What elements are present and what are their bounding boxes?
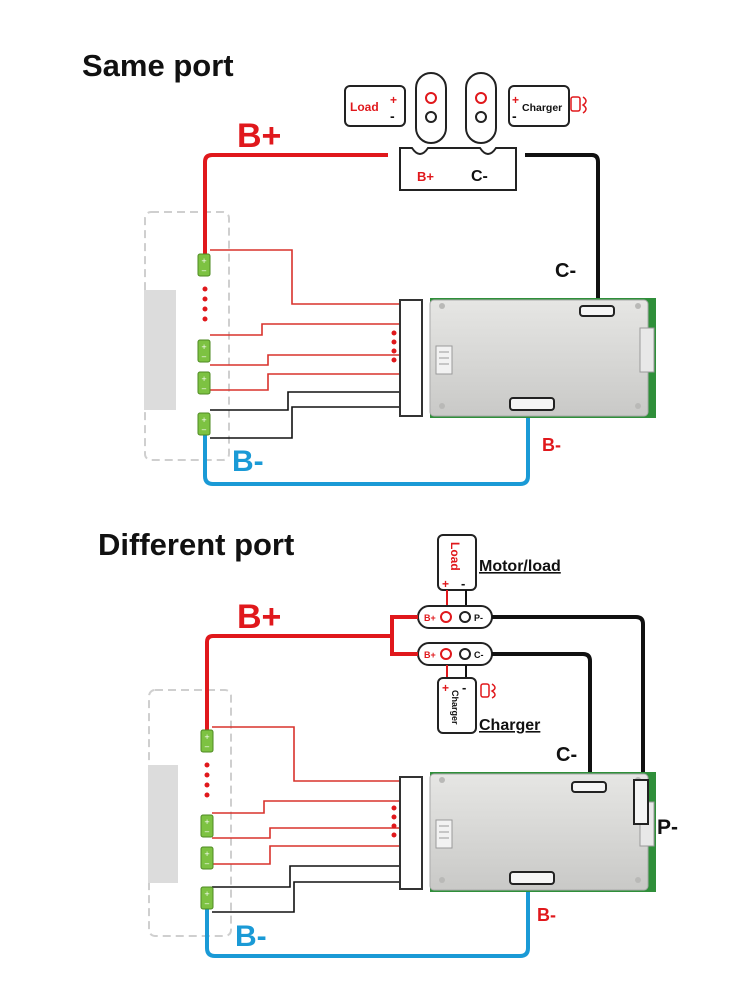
load-label: Load <box>350 100 379 114</box>
output-connector: B+ C- <box>399 147 517 191</box>
balance-wires <box>210 249 400 439</box>
c-minus-label: C- <box>556 744 577 766</box>
bms-board <box>399 771 657 893</box>
battery-cells <box>200 729 214 910</box>
charger-label: Charger <box>522 102 562 114</box>
balance-dots <box>391 330 397 363</box>
connector-c-minus: C- <box>471 168 488 185</box>
bms-board <box>399 297 657 419</box>
b-minus-wire <box>203 418 530 486</box>
balance-connector <box>399 776 423 890</box>
p-minus-pad <box>633 779 649 825</box>
c-minus-label: C- <box>555 260 576 282</box>
p-minus-label: P- <box>657 816 678 839</box>
c-minus-pad <box>579 305 615 317</box>
pcb-b-minus-label: B- <box>542 435 561 455</box>
b-minus-label: B- <box>232 445 264 478</box>
same-port-title: Same port <box>82 48 234 83</box>
charger-plug: + - Charger <box>437 665 496 734</box>
svg-text:P-: P- <box>474 613 483 623</box>
load-plug: Load + - <box>344 72 447 144</box>
p-minus-wire <box>492 615 645 780</box>
svg-text:+: + <box>512 93 519 107</box>
connector-b-plus: B+ <box>417 169 434 184</box>
svg-text:+: + <box>442 577 449 591</box>
b-plus-label: B+ <box>237 117 281 155</box>
load-label: Load <box>448 542 462 571</box>
plug-icon <box>480 683 496 699</box>
battery-pack <box>144 211 230 461</box>
c-minus-pad <box>571 781 607 793</box>
motor-load-text: Motor/load <box>479 558 561 575</box>
b-minus-pad <box>509 397 555 411</box>
b-plus-label: B+ <box>237 598 281 636</box>
c-minus-wire <box>492 652 592 782</box>
b-plus-wire <box>205 615 418 730</box>
same-port-diagram: Same port Load + - + - Charger <box>82 48 657 486</box>
balance-connector <box>399 299 423 417</box>
charger-text: Charger <box>479 717 540 734</box>
charger-label: Charger <box>450 690 460 725</box>
p-terminal: B+ P- <box>417 605 493 629</box>
svg-text:-: - <box>512 108 517 124</box>
svg-text:B+: B+ <box>424 613 436 623</box>
c-minus-wire <box>525 153 600 306</box>
charger-plug: + - Charger <box>465 72 587 144</box>
svg-text:C-: C- <box>474 650 484 660</box>
svg-text:-: - <box>390 108 395 124</box>
svg-text:+: + <box>442 681 449 695</box>
different-port-title: Different port <box>98 527 294 562</box>
svg-text:+: + <box>390 93 397 107</box>
balance-dots <box>391 805 397 838</box>
svg-text:-: - <box>462 680 466 695</box>
c-terminal: B+ C- <box>417 642 493 666</box>
svg-text:B+: B+ <box>424 650 436 660</box>
b-minus-pad <box>509 871 555 885</box>
battery-cells <box>197 253 211 436</box>
b-minus-label: B- <box>235 920 267 953</box>
b-plus-wire <box>203 153 388 262</box>
plug-icon <box>570 96 587 114</box>
different-port-diagram: Different port Load + - Motor/load B+ P-… <box>98 527 678 958</box>
balance-wires <box>212 726 400 913</box>
motor-load-plug: Load + - <box>437 534 477 606</box>
b-minus-wire <box>205 890 530 958</box>
pcb-b-minus-label: B- <box>537 905 556 925</box>
svg-text:-: - <box>461 576 465 591</box>
